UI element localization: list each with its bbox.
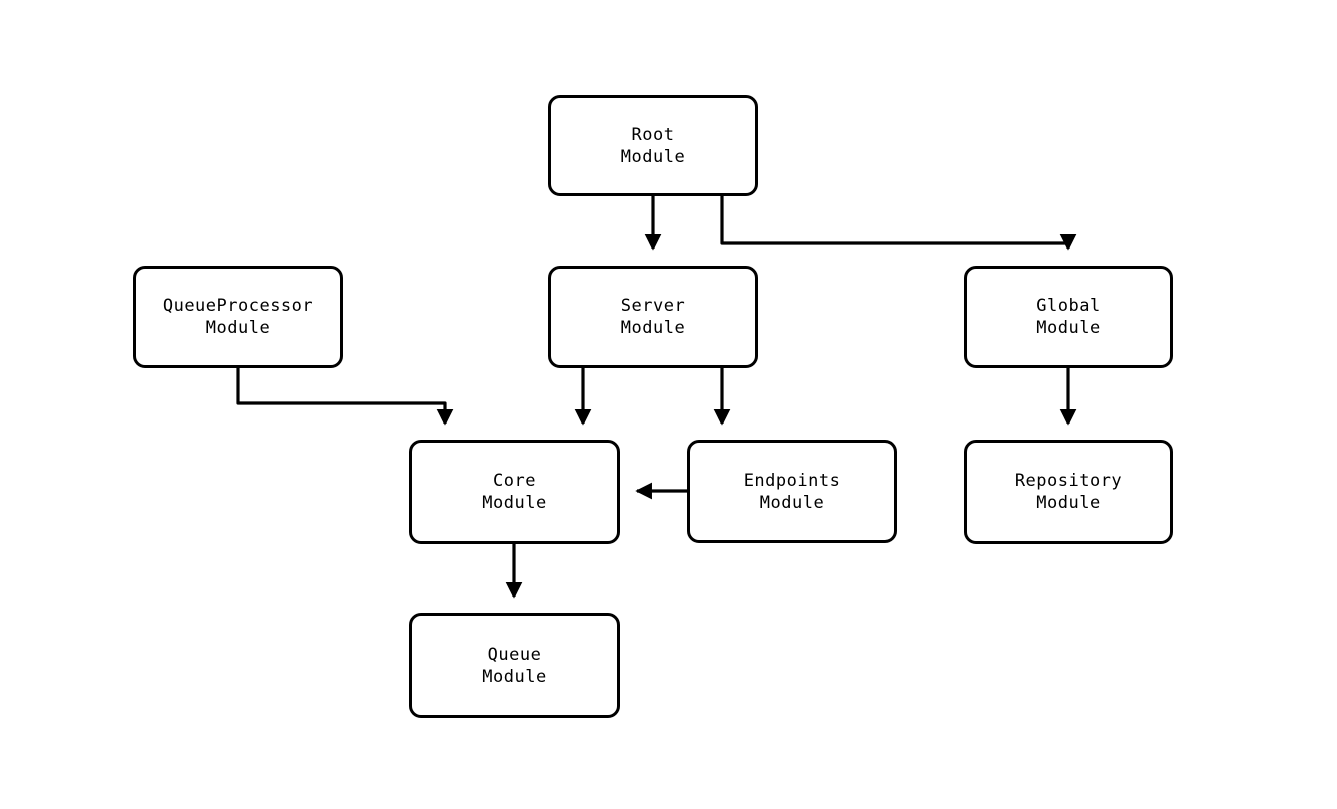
node-server-module-label-line1: Server: [620, 296, 686, 316]
node-root-module[interactable]: Root Module: [548, 95, 758, 196]
node-global-module[interactable]: Global Module: [964, 266, 1173, 368]
node-queueprocessor-module-label-line2: Module: [205, 318, 271, 338]
node-global-module-label-line1: Global: [1036, 296, 1101, 316]
node-repository-module-label-line2: Module: [1036, 493, 1101, 513]
node-global-module-label-line2: Module: [1036, 318, 1101, 338]
node-queue-module-label-line2: Module: [482, 666, 547, 687]
node-endpoints-module[interactable]: Endpoints Module: [687, 440, 897, 543]
edge-queueprocessor-to-core: [236, 368, 454, 426]
node-queueprocessor-module-label-line1: QueueProcessor: [162, 296, 314, 316]
node-repository-module[interactable]: Repository Module: [964, 440, 1173, 544]
node-core-module-label-line1: Core: [493, 471, 536, 491]
node-server-module[interactable]: Server Module: [548, 266, 758, 368]
node-core-module-label-line2: Module: [482, 493, 547, 513]
node-server-module-label-line2: Module: [620, 318, 686, 338]
node-endpoints-module-label-line1: Endpoints: [743, 470, 841, 491]
node-core-module[interactable]: Core Module: [409, 440, 620, 544]
node-queue-module[interactable]: Queue Module: [409, 613, 620, 718]
node-repository-module-label-line1: Repository: [1014, 471, 1123, 491]
node-root-module-label-line1: Root: [631, 124, 675, 145]
node-endpoints-module-label-line2: Module: [759, 492, 825, 513]
edge-root-to-global: [720, 196, 1077, 251]
node-queueprocessor-module[interactable]: QueueProcessor Module: [133, 266, 343, 368]
node-queue-module-label-line1: Queue: [487, 644, 542, 665]
node-root-module-label-line2: Module: [620, 146, 686, 167]
